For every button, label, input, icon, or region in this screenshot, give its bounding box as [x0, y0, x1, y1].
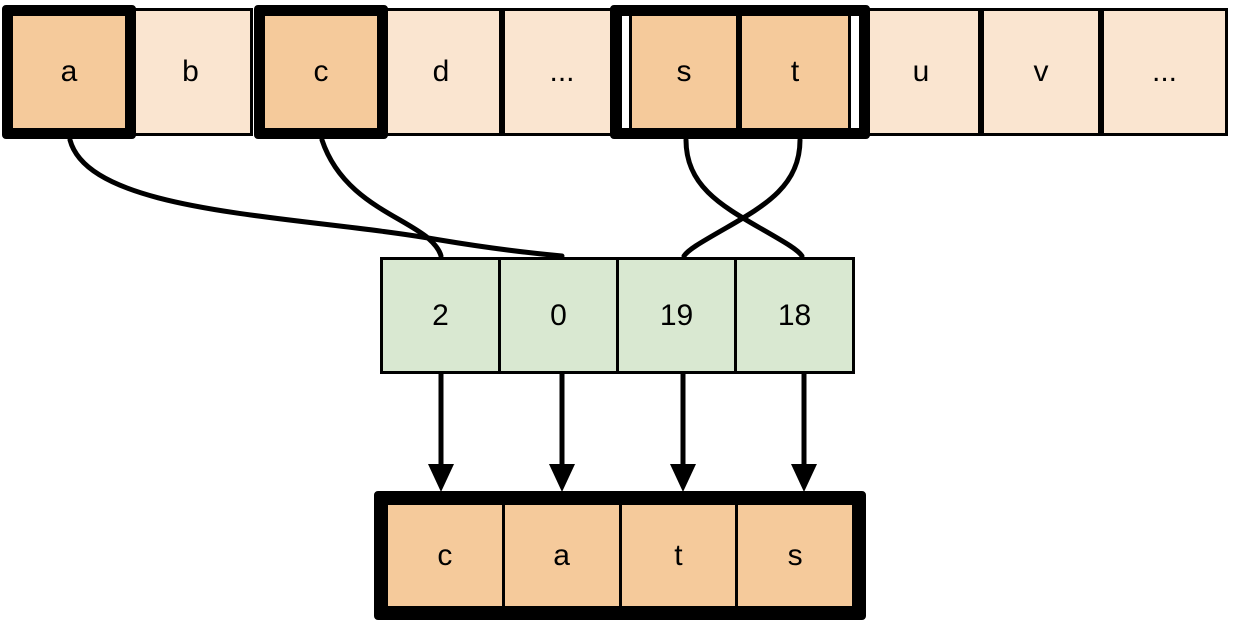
curve-t-to-index-2: [681, 137, 803, 259]
alphabet-cell-1[interactable]: b: [128, 8, 253, 136]
index-cell-0[interactable]: 2: [380, 257, 501, 374]
alphabet-cell-label: t: [790, 55, 800, 88]
alphabet-cell-2[interactable]: c: [262, 8, 380, 136]
alphabet-cell-label: v: [1033, 55, 1049, 88]
output-cell-label: c: [437, 538, 453, 572]
output-cell-label: t: [674, 538, 683, 572]
arrowhead-1: [549, 464, 575, 492]
alphabet-cell-label: a: [60, 55, 78, 88]
alphabet-cell-label: u: [912, 55, 930, 88]
alphabet-cell-8[interactable]: v: [981, 8, 1101, 136]
output-cell-1[interactable]: a: [501, 502, 622, 609]
alphabet-cell-6[interactable]: t: [739, 8, 851, 136]
alphabet-cell-label: d: [432, 55, 450, 88]
output-cell-label: a: [553, 538, 570, 572]
index-cell-1[interactable]: 0: [498, 257, 619, 374]
alphabet-cell-5[interactable]: s: [629, 8, 739, 136]
index-cell-label: 0: [550, 298, 567, 332]
output-cell-label: s: [787, 538, 803, 572]
curve-s-to-index-3: [683, 137, 805, 259]
alphabet-cell-label: b: [182, 55, 199, 88]
alphabet-cell-label: c: [313, 55, 329, 88]
alphabet-cell-4[interactable]: ...: [502, 8, 622, 136]
alphabet-cell-label: ...: [1151, 55, 1177, 88]
alphabet-cell-0[interactable]: a: [10, 8, 128, 136]
arrowhead-0: [428, 464, 454, 492]
alphabet-cell-label: ...: [549, 55, 575, 88]
index-cell-label: 18: [777, 298, 812, 332]
index-cell-label: 19: [659, 298, 694, 332]
alphabet-cell-9[interactable]: ...: [1101, 8, 1228, 136]
arrowhead-3: [791, 464, 817, 492]
curve-a-to-index-1: [67, 137, 565, 259]
alphabet-cell-label: s: [676, 55, 692, 88]
index-cell-label: 2: [432, 298, 449, 332]
arrowhead-2: [670, 464, 696, 492]
index-cell-3[interactable]: 18: [734, 257, 855, 374]
output-cell-3[interactable]: s: [735, 502, 855, 609]
index-cell-2[interactable]: 19: [616, 257, 737, 374]
output-cell-0[interactable]: c: [385, 502, 505, 609]
alphabet-cell-3[interactable]: d: [380, 8, 502, 136]
alphabet-row: a b c d... s t u v...: [2, 5, 1228, 139]
output-cell-2[interactable]: t: [618, 502, 739, 609]
curve-c-to-index-0: [319, 137, 444, 259]
alphabet-cell-7[interactable]: u: [861, 8, 981, 136]
